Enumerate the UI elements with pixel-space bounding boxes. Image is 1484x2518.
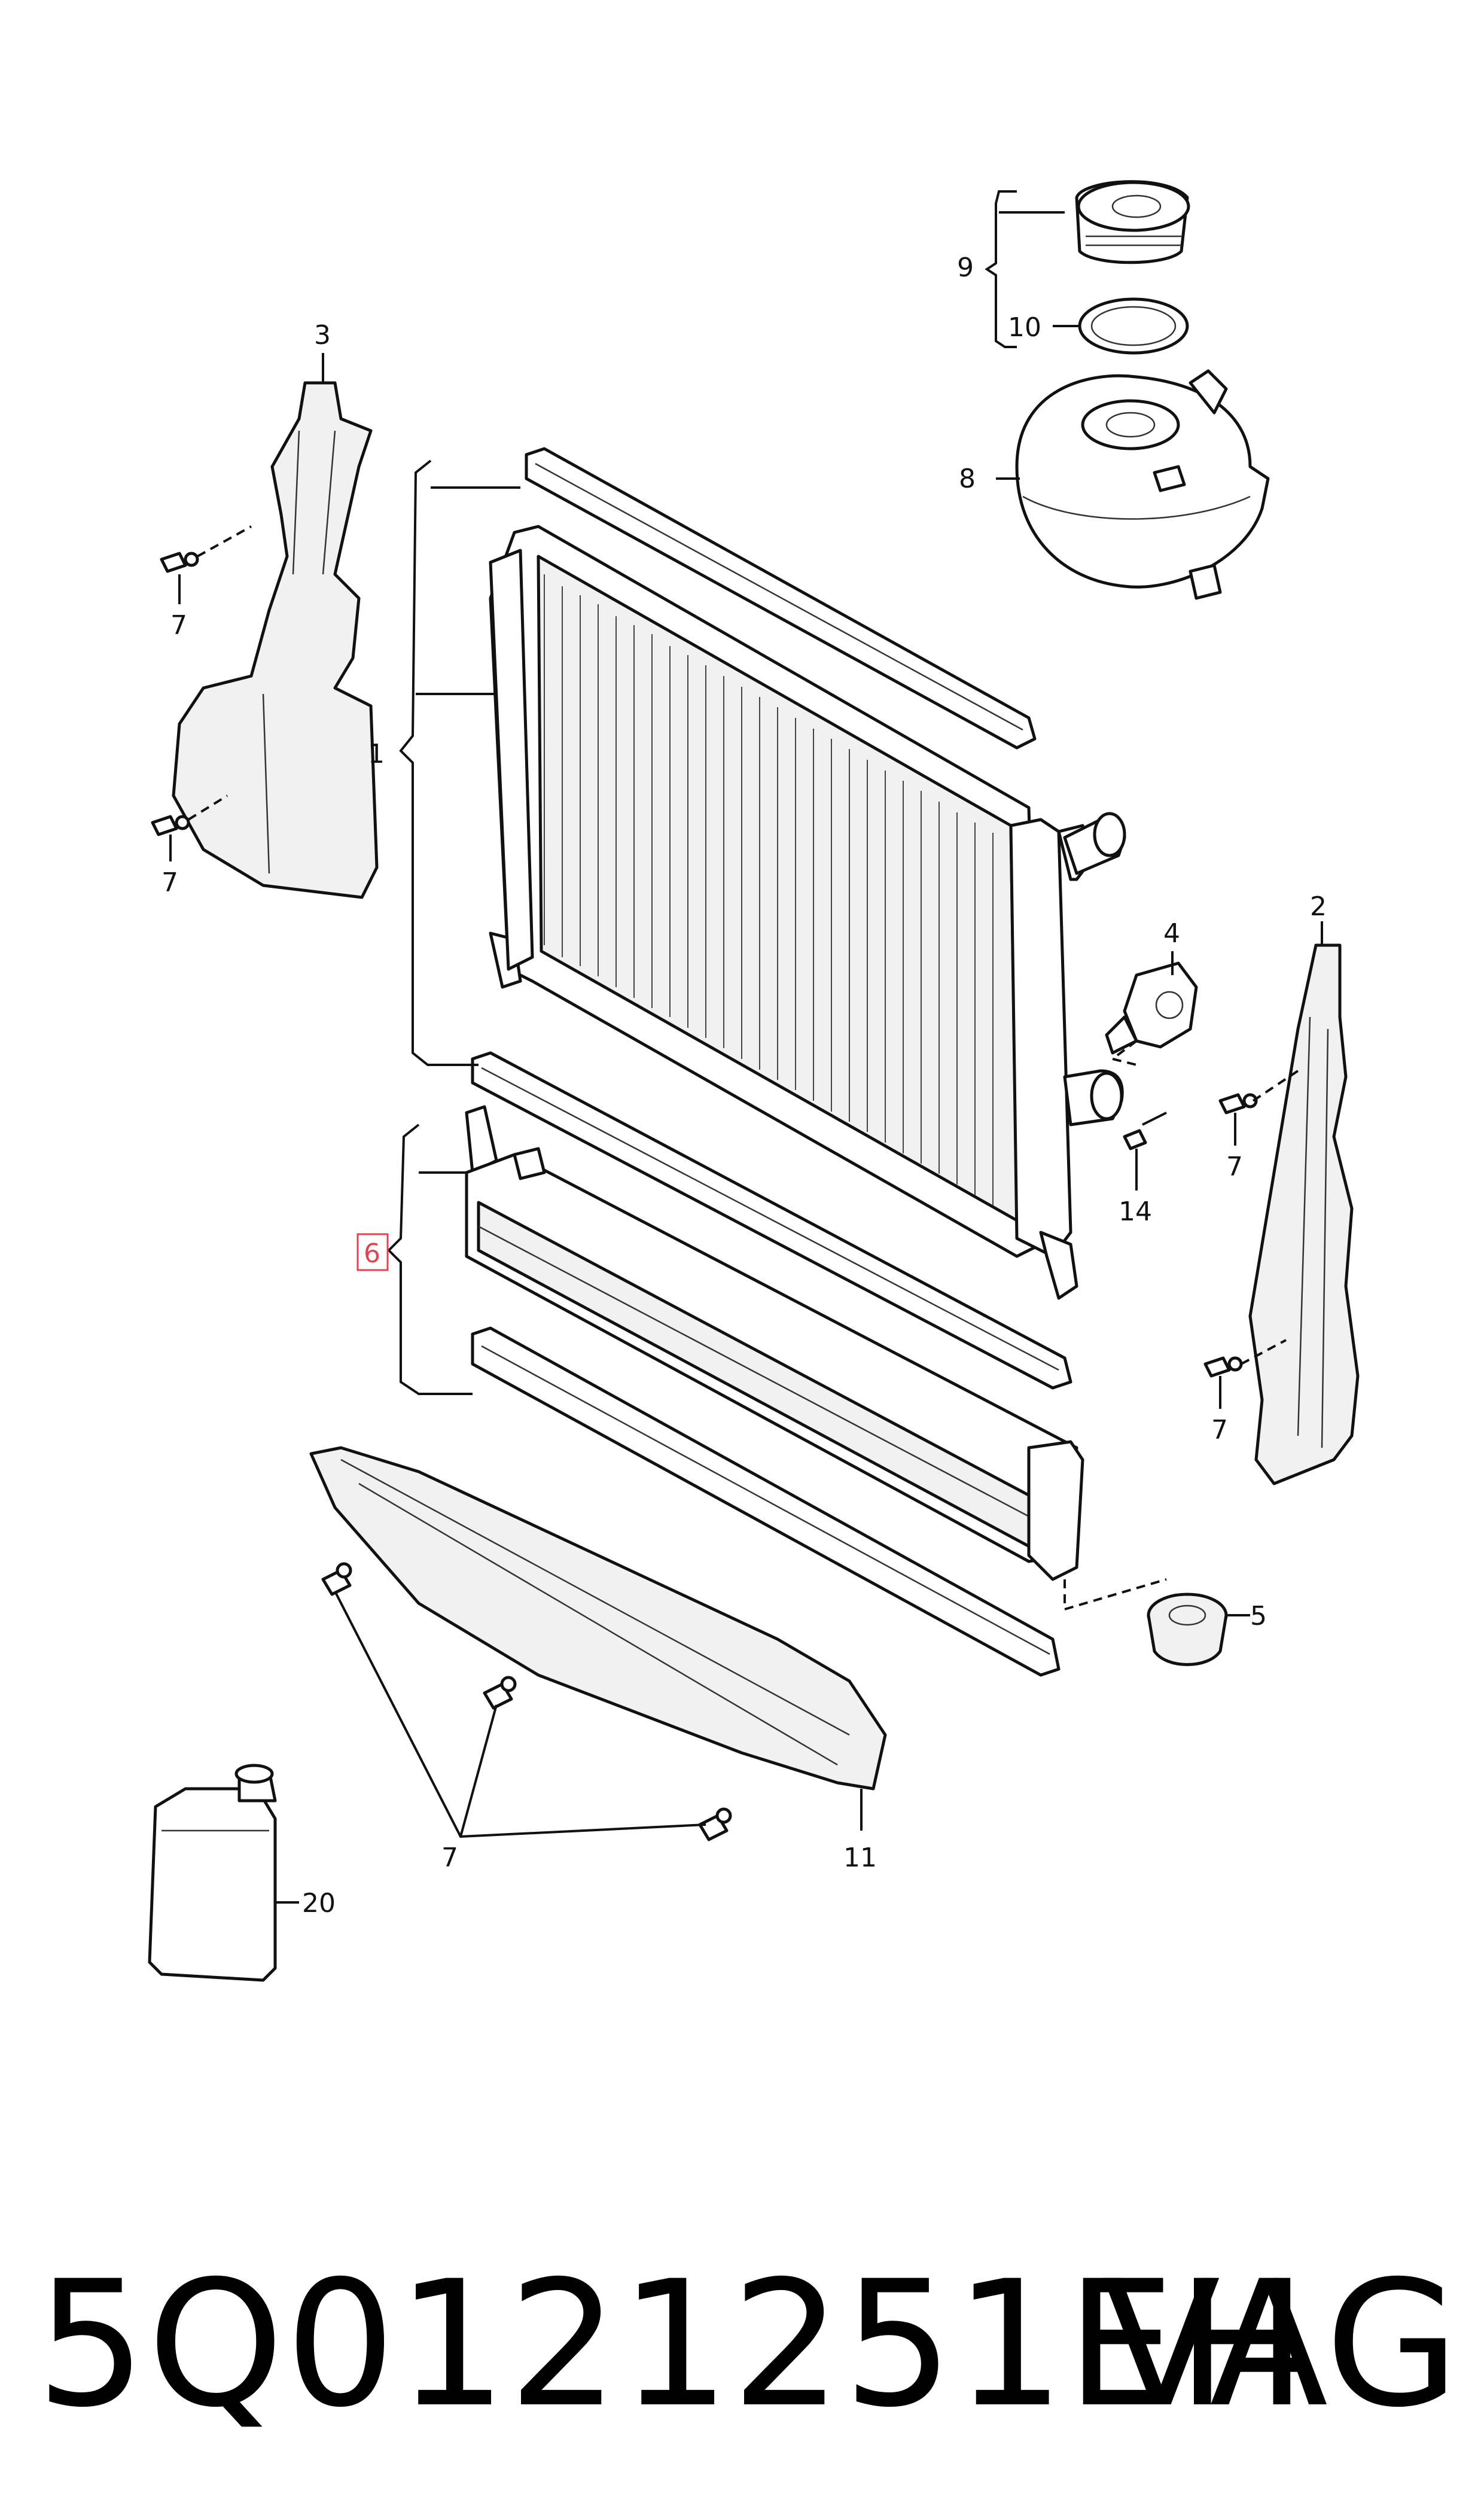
coolant-expansion-tank [1015,369,1270,600]
callout-14: 14 [1119,1196,1152,1227]
callout-6-highlight [356,1233,389,1271]
lower-air-guide [309,1446,887,1791]
callout-5: 5 [1250,1601,1267,1631]
callout-7-left-upper: 7 [170,610,187,641]
screw-14 [1123,1112,1167,1150]
parts-diagram: 9 10 8 3 1 7 7 2 4 14 7 7 6 5 7 11 20 [148,180,1360,1982]
callout-11: 11 [843,1843,877,1873]
brand-label: VAG [1102,2244,1459,2446]
clip-7-a [160,552,199,573]
clip-7-g [698,1807,732,1841]
callout-7-right-upper: 7 [1226,1152,1243,1182]
clip-7-f [483,1676,517,1710]
coolant-container [148,1764,277,1982]
radiator [471,447,1126,1390]
callout-10: 10 [1008,312,1041,343]
clip-7-d [1203,1356,1243,1378]
callout-3: 3 [314,320,331,351]
callout-7-right-lower: 7 [1211,1415,1228,1445]
charge-air-cooler [465,1105,1084,1581]
callout-8: 8 [959,464,976,494]
callout-4: 4 [1163,918,1180,949]
radiator-mount-bracket [1105,961,1198,1055]
callout-6: 6 [364,1238,380,1269]
rubber-mount [1147,1593,1228,1666]
callout-2: 2 [1310,891,1327,922]
air-guide-right [1248,943,1360,1485]
air-guide-left [172,381,379,899]
callout-7-left-lower: 7 [161,867,178,898]
filler-cap [1075,180,1190,264]
o-ring-seal [1078,297,1189,355]
lower-air-seal [471,1326,1061,1677]
leader-lines [169,190,1323,1904]
part-number: 5Q0121251EH [36,2244,1309,2446]
clip-7-e [321,1562,352,1596]
callout-9: 9 [957,252,974,283]
callout-7-lower: 7 [441,1843,458,1873]
callout-1: 1 [368,739,385,769]
clip-7-c [1218,1093,1258,1115]
callout-20: 20 [302,1888,336,1919]
footer: 5Q0121251EH VAG [36,2237,1459,2453]
clip-7-b [151,815,190,836]
